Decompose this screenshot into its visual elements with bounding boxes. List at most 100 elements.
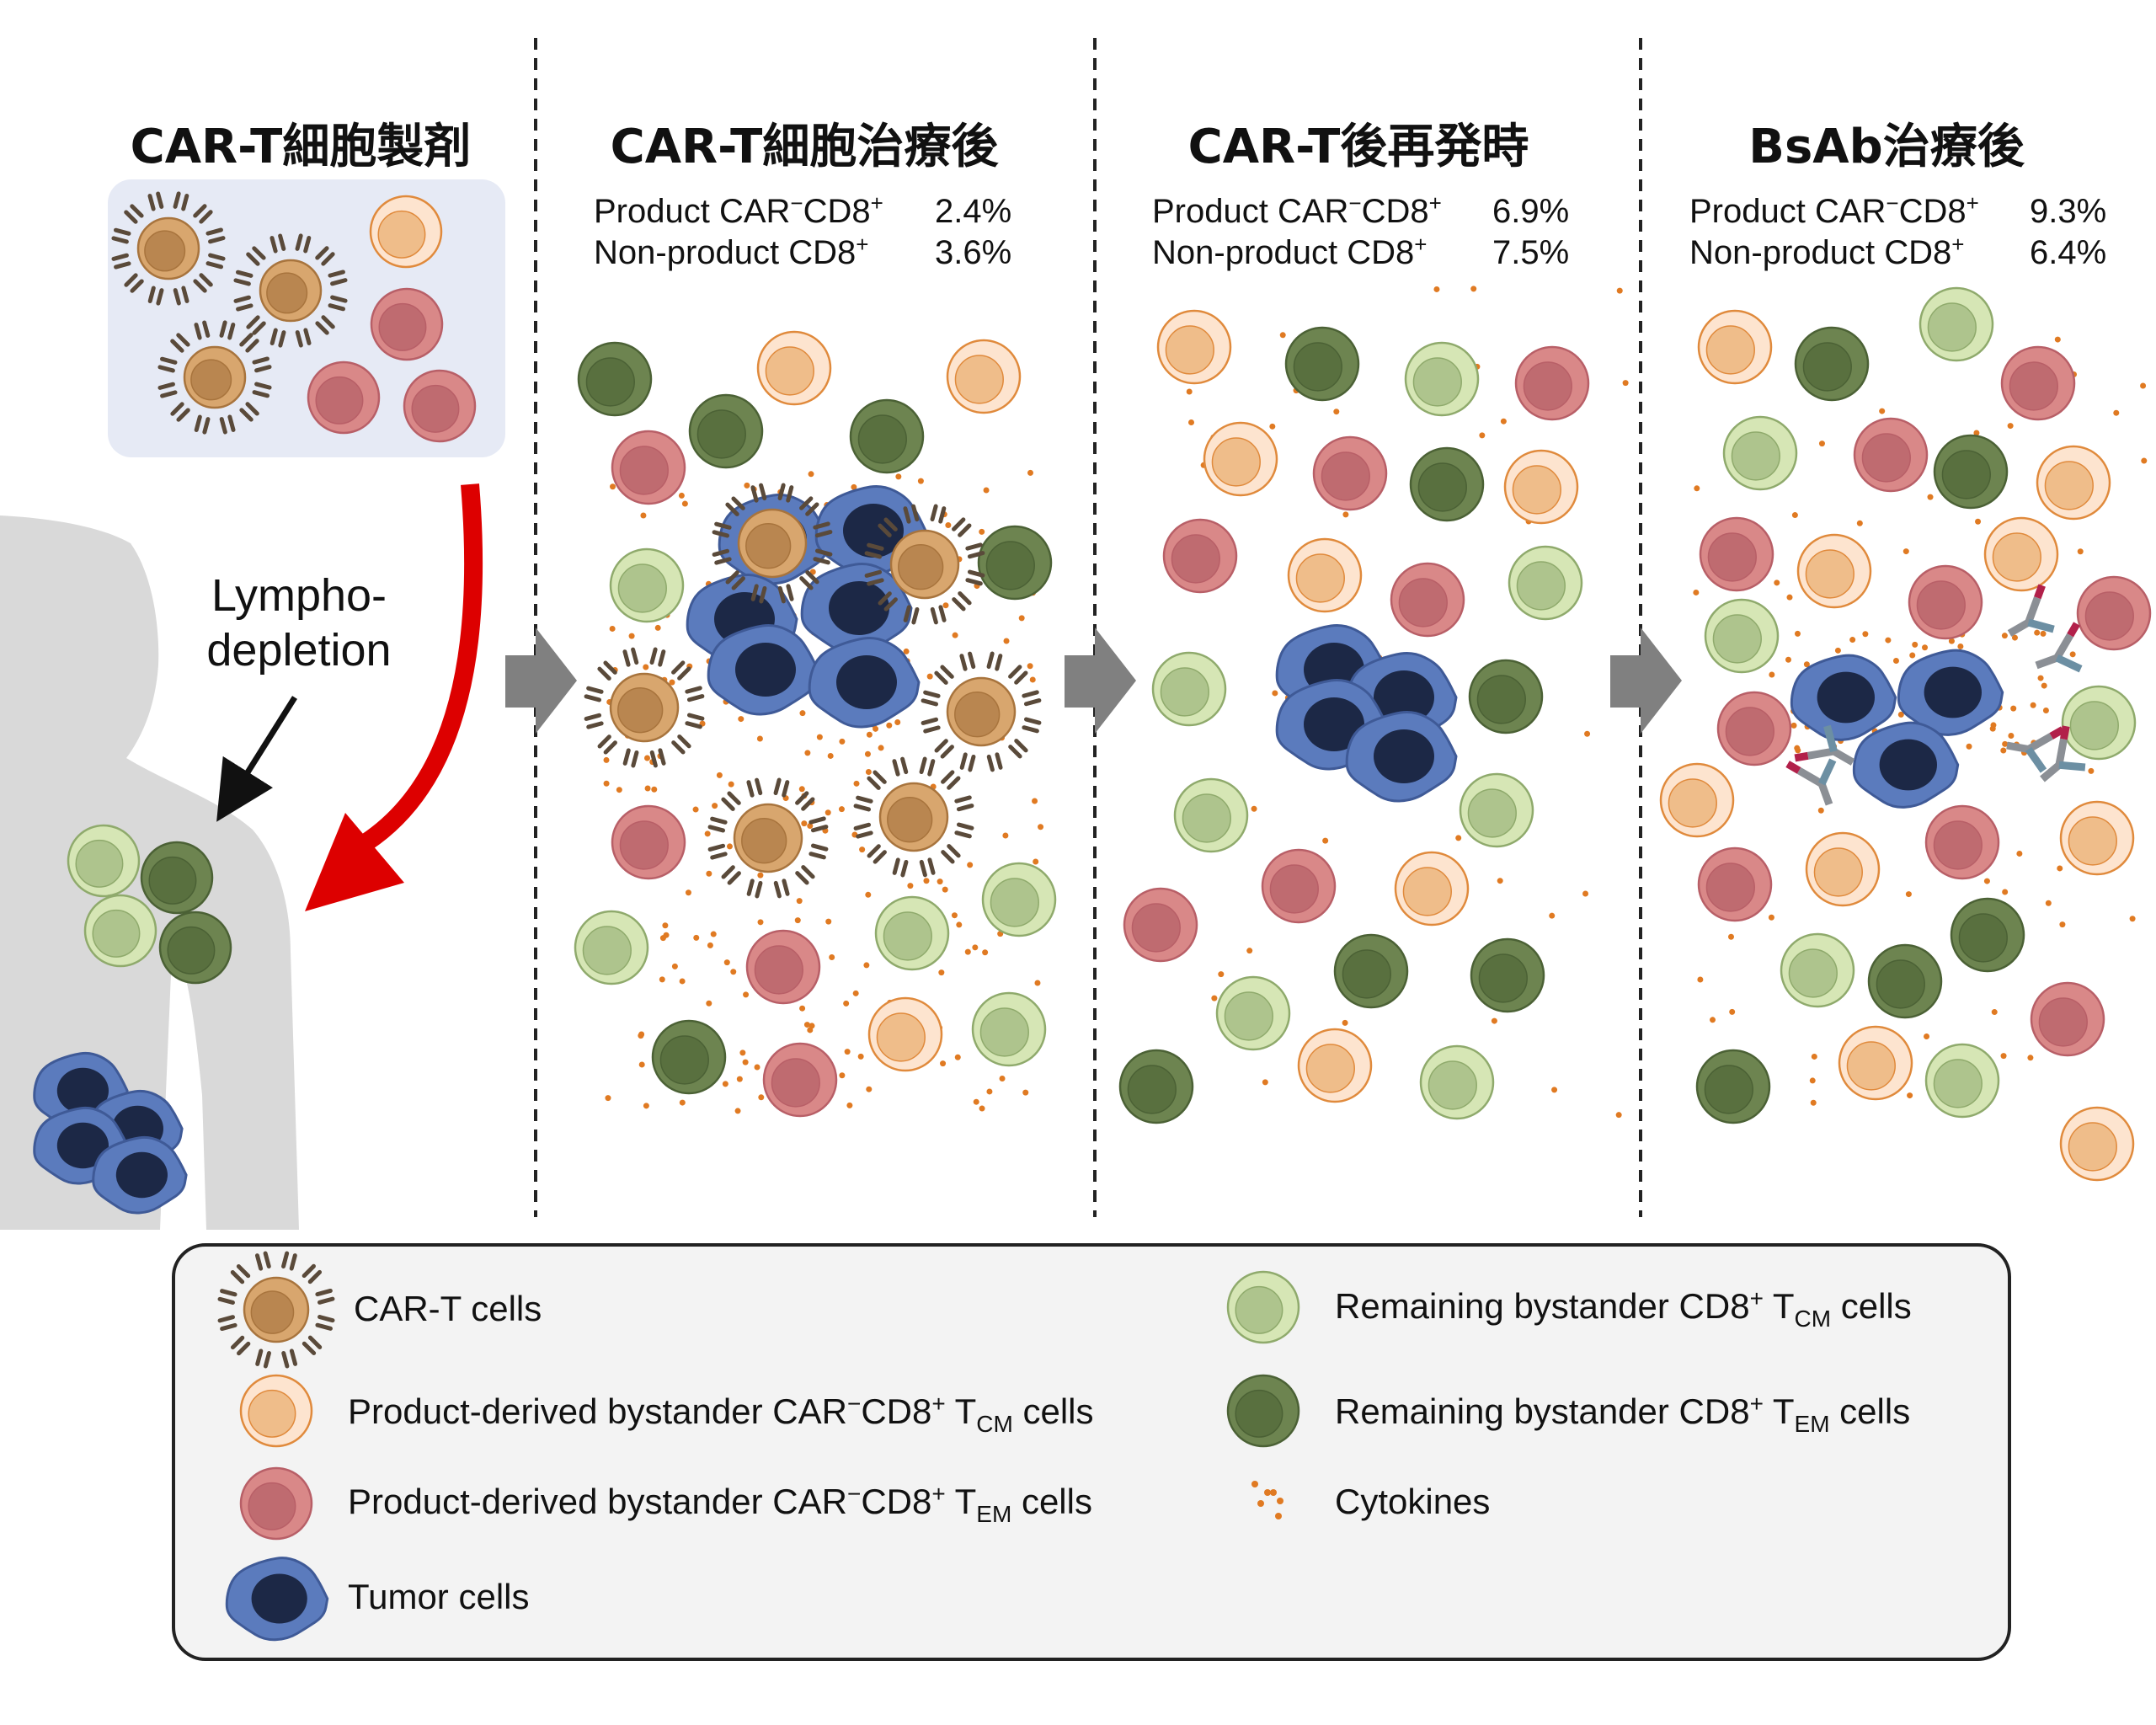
car-receptor <box>281 1351 290 1369</box>
cytokine-dot <box>923 878 930 884</box>
car-receptor <box>173 191 181 209</box>
antibody-tip <box>2067 622 2080 638</box>
cytokine-dot <box>952 632 958 638</box>
cytokine-dot <box>799 710 806 717</box>
antibody-arm <box>1806 747 1835 760</box>
cytokine-dot <box>1879 408 1886 414</box>
stats-panel-2: Product CAR−CD8+ 2.4% Non-product CD8+ 3… <box>594 190 1011 271</box>
tumor-nucleus <box>735 643 796 697</box>
car-receptor <box>685 721 702 729</box>
cytokine-dot <box>756 735 763 742</box>
cytokine-dot <box>1791 512 1798 519</box>
cytokine-dot <box>603 756 610 763</box>
cytokine-dot <box>1186 388 1193 395</box>
cytokine-dot <box>999 1075 1006 1081</box>
cytokine-dot <box>722 1081 728 1087</box>
red-arrow-head <box>305 813 404 911</box>
car-receptor <box>1022 725 1039 734</box>
cytokine-dot <box>2129 916 2136 922</box>
antibody-arm <box>2027 618 2055 633</box>
car-receptor <box>777 585 786 604</box>
pd-tem-cell <box>1514 345 1590 421</box>
car-receptor <box>114 261 131 270</box>
cytokine-dot <box>972 944 979 951</box>
rem-tcm-cell <box>971 991 1047 1067</box>
cytokine-dot <box>796 898 803 905</box>
car-receptor <box>111 236 129 244</box>
stat-product-value: 2.4% <box>935 193 1011 230</box>
car-receptor <box>217 1296 235 1305</box>
car-receptor <box>330 295 348 303</box>
cytokine-dot <box>1029 676 1036 683</box>
cytokine-dot <box>1022 1089 1029 1096</box>
car-receptor <box>867 542 884 551</box>
cytokine-dot <box>2034 629 2041 636</box>
cytokine-dot <box>1018 615 1025 622</box>
car-receptor <box>967 569 985 578</box>
cell-nucleus <box>1512 465 1561 515</box>
car-receptor <box>649 750 658 768</box>
antibody-tip <box>1794 751 1809 762</box>
car-receptor <box>712 548 730 557</box>
cytokine-dot <box>710 931 717 937</box>
car-t-cell <box>864 504 985 625</box>
pd-tem-cell <box>1924 804 2000 880</box>
rem-tcm-cell <box>67 824 141 898</box>
cell-nucleus <box>1478 953 1528 1003</box>
cell-nucleus <box>1813 847 1863 897</box>
car-receptor <box>321 315 335 329</box>
car-receptor <box>883 517 898 531</box>
car-receptor <box>923 725 941 734</box>
cytokine-dot <box>1038 824 1044 830</box>
car-receptor <box>986 754 995 772</box>
cell-nucleus <box>411 384 460 433</box>
car-receptor <box>731 576 745 590</box>
car-receptor <box>318 1296 335 1305</box>
car-receptor <box>318 1315 335 1323</box>
car-receptor <box>755 880 763 899</box>
cell-nucleus <box>1182 793 1231 843</box>
car-receptor <box>952 597 966 611</box>
car-receptor <box>873 850 887 864</box>
cell-nucleus <box>2038 997 2088 1047</box>
car-receptor <box>954 830 972 839</box>
cell-nucleus <box>1131 903 1181 953</box>
pd-tcm-cell <box>2059 800 2135 876</box>
pd-tcm-cell <box>756 330 832 406</box>
cell-nucleus <box>1127 1065 1177 1114</box>
cell-nucleus <box>2084 591 2134 641</box>
antibody-arm <box>1818 758 1837 786</box>
car-receptor <box>220 1322 237 1332</box>
car-receptor <box>278 233 286 251</box>
pd-tcm-cell <box>1983 516 2059 592</box>
cell-nucleus <box>582 926 632 975</box>
cell-nucleus <box>1305 1044 1355 1093</box>
car-receptor <box>686 713 705 721</box>
cytokine-dot <box>1818 441 1825 447</box>
stat-nonproduct-value: 3.6% <box>935 234 1011 271</box>
car-receptor <box>1014 739 1028 753</box>
car-receptor <box>328 270 345 278</box>
car-receptor <box>246 252 260 266</box>
cytokine-dot <box>852 990 859 996</box>
cytokine-dot <box>2140 382 2147 389</box>
car-receptor <box>631 647 639 665</box>
stat-nonproduct-value: 7.5% <box>1492 234 1569 271</box>
pd-tem-cell <box>1123 887 1198 963</box>
cytokine-dot <box>964 948 971 955</box>
bispecific-antibody-icon <box>2006 726 2065 773</box>
stats-panel-3: Product CAR−CD8+ 6.9% Non-product CD8+ 7… <box>1152 190 1569 271</box>
cytokine-dot <box>917 478 924 484</box>
cytokine-dot <box>1769 671 1775 678</box>
cytokine-dot <box>1924 1033 1930 1040</box>
rem-tcm-cell <box>1404 341 1480 417</box>
bispecific-antibody-icon <box>2040 725 2086 782</box>
antibody-stem <box>2007 619 2031 637</box>
cytokine-dot <box>2027 1055 2034 1061</box>
cytokine-dot <box>1794 630 1801 637</box>
car-receptor <box>156 191 164 209</box>
pd-tem-cell <box>1697 846 1773 922</box>
pd-tem-cell <box>403 369 477 443</box>
pd-tem-cell <box>1390 562 1465 638</box>
cytokine-dot <box>643 664 649 670</box>
